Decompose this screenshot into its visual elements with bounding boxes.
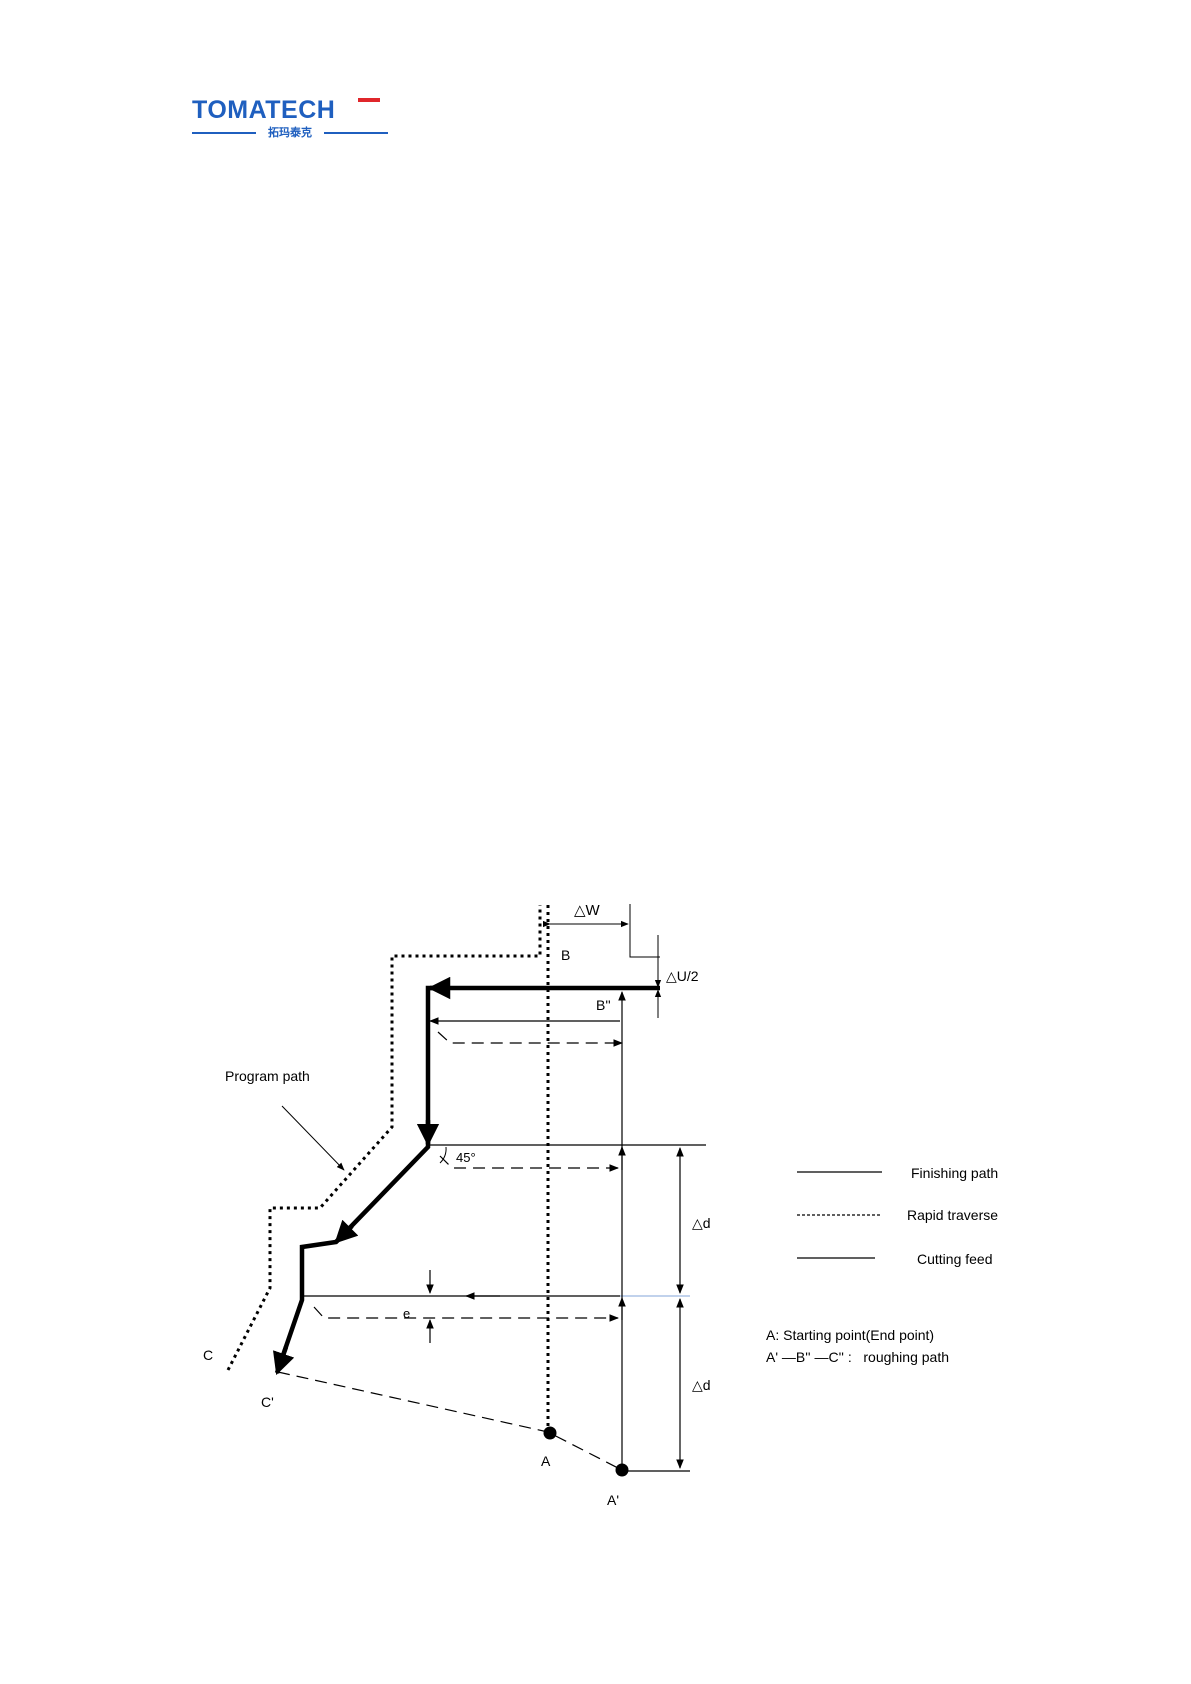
legend-finishing-path: Finishing path — [911, 1165, 998, 1181]
program-path-leader — [282, 1106, 344, 1170]
legend-rapid-traverse: Rapid traverse — [907, 1207, 998, 1223]
roughing-arrow-3 — [336, 1226, 352, 1242]
label-delta-u2: △U/2 — [666, 968, 699, 984]
note-roughing-path: A' —B'' —C'' : roughing path — [766, 1349, 949, 1365]
label-c: C — [203, 1347, 213, 1363]
label-delta-d-lower: △d — [692, 1377, 711, 1393]
rapid-traverse-return — [278, 1372, 618, 1468]
rapid-traverse-1 — [438, 1032, 622, 1043]
label-a: A — [541, 1453, 551, 1469]
note-starting-point: A: Starting point(End point) — [766, 1327, 934, 1343]
roughing-arrow-4 — [277, 1347, 286, 1373]
label-delta-w: △W — [574, 902, 601, 919]
label-b: B — [561, 947, 570, 963]
label-a-prime: A' — [607, 1492, 619, 1508]
label-delta-d-upper: △d — [692, 1215, 711, 1231]
point-a-prime — [616, 1464, 629, 1477]
point-a — [544, 1427, 557, 1440]
label-angle-45: 45° — [456, 1150, 476, 1165]
label-c-prime: C' — [261, 1394, 274, 1410]
program-path-dotted — [228, 905, 540, 1370]
delta-w-extension — [630, 904, 660, 957]
rapid-traverse-3 — [314, 1307, 618, 1318]
label-program-path: Program path — [225, 1068, 310, 1084]
legend-cutting-feed: Cutting feed — [917, 1251, 993, 1267]
roughing-path-bold — [278, 988, 660, 1370]
label-b-double-prime: B'' — [596, 997, 611, 1013]
label-e: e — [403, 1306, 410, 1321]
